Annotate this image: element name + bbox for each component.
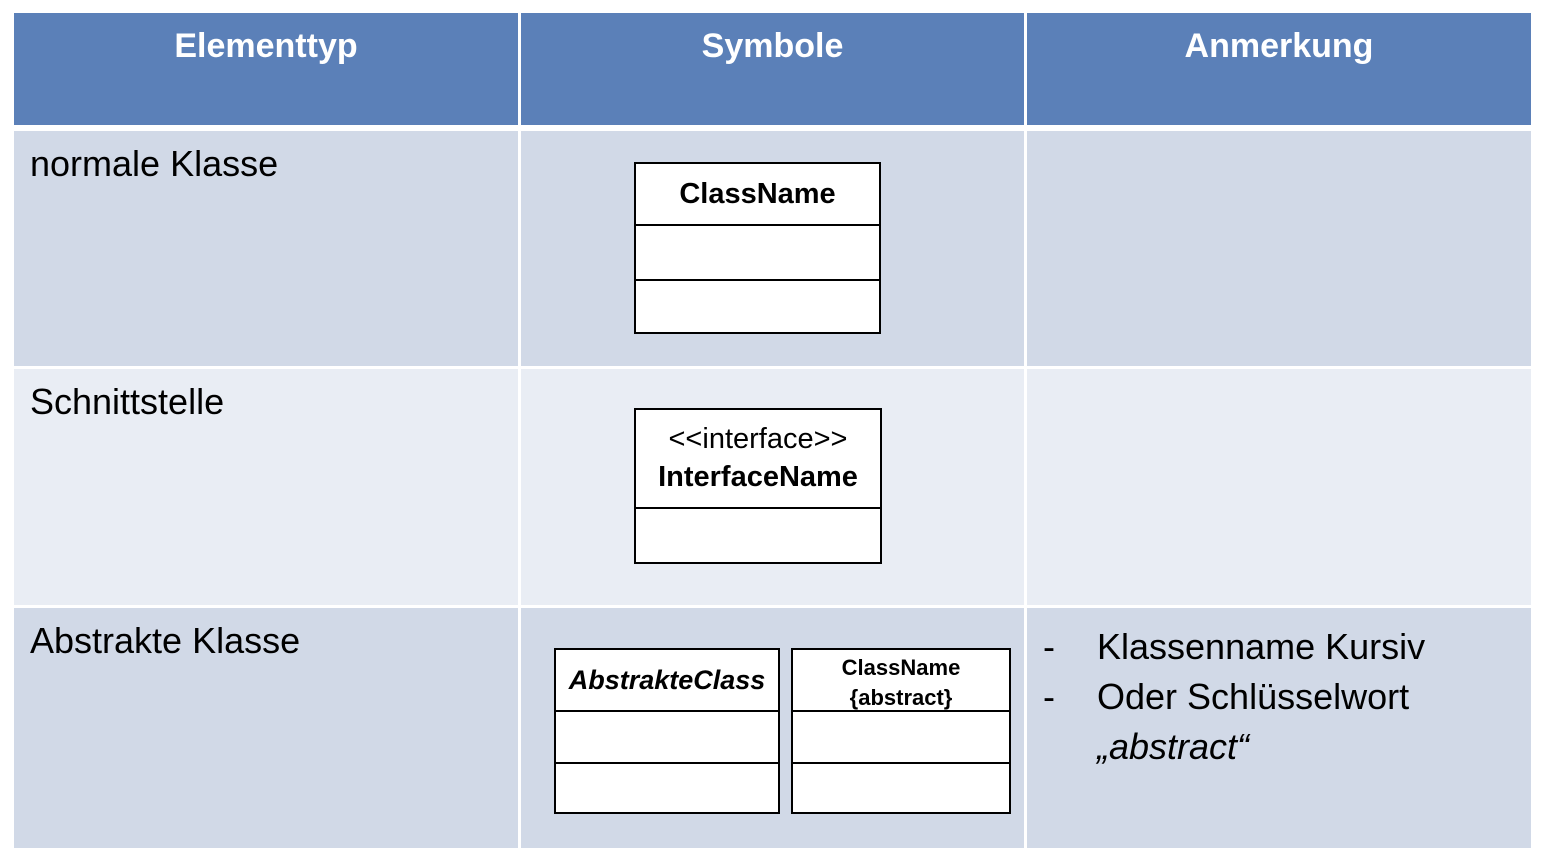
abstract-keyword: {abstract} [849,685,953,710]
row-abstract-class-type: Abstrakte Klasse [14,608,518,848]
row-normal-class-note [1027,131,1531,366]
note-item: - Oder Schlüsselwort [1043,672,1531,722]
row-interface-note [1027,369,1531,605]
class-name: ClassName [679,177,836,210]
header-label: Elementtyp [174,27,358,65]
class-name-compartment: ClassName {abstract} [793,650,1009,710]
row-interface-type: Schnittstelle [14,369,518,605]
bullet-dash: - [1043,676,1055,717]
uml-element-table: Elementtyp Symbole Anmerkung normale Kla… [14,13,1531,848]
uml-interface-box: <<interface>> InterfaceName [634,408,882,564]
element-type-label: normale Klasse [30,143,279,184]
bullet-dash: - [1043,626,1055,667]
row-abstract-class-symbol: AbstrakteClass ClassName {abstract} [521,608,1024,848]
class-name: ClassName [841,655,961,680]
header-anmerkung: Anmerkung [1027,13,1531,125]
interface-stereotype: <<interface>> [668,422,848,455]
row-normal-class-type: normale Klasse [14,131,518,366]
header-label: Anmerkung [1184,27,1374,65]
note-list: -Klassenname Kursiv -Oder Schlüsselwort … [1027,608,1531,772]
row-normal-class-symbol: ClassName [521,131,1024,366]
note-keyword: „abstract“ [1097,726,1250,767]
note-item-continuation: „abstract“ [1043,722,1531,772]
uml-abstract-class-keyword-box: ClassName {abstract} [791,648,1011,814]
uml-abstract-class-italic-box: AbstrakteClass [554,648,780,814]
row-interface-symbol: <<interface>> InterfaceName [521,369,1024,605]
interface-name: InterfaceName [658,460,858,493]
element-type-label: Abstrakte Klasse [30,620,301,661]
header-elementtyp: Elementtyp [14,13,518,125]
header-symbole: Symbole [521,13,1024,125]
interface-name-compartment: <<interface>> InterfaceName [636,410,880,507]
attributes-compartment [636,224,879,279]
note-item: - Klassenname Kursiv [1043,622,1531,672]
attributes-compartment [793,710,1009,762]
element-type-label: Schnittstelle [30,381,225,422]
class-name-compartment: AbstrakteClass [556,650,778,710]
class-name-compartment: ClassName [636,164,879,224]
operations-compartment [556,762,778,814]
abstract-class-name: AbstrakteClass [568,664,766,695]
operations-compartment [636,279,879,334]
header-label: Symbole [701,27,844,65]
operations-compartment [636,507,880,564]
uml-class-box: ClassName [634,162,881,334]
note-text: Klassenname Kursiv [1097,626,1426,667]
row-abstract-class-note: -Klassenname Kursiv -Oder Schlüsselwort … [1027,608,1531,848]
note-text: Oder Schlüsselwort [1097,676,1410,717]
operations-compartment [793,762,1009,814]
attributes-compartment [556,710,778,762]
